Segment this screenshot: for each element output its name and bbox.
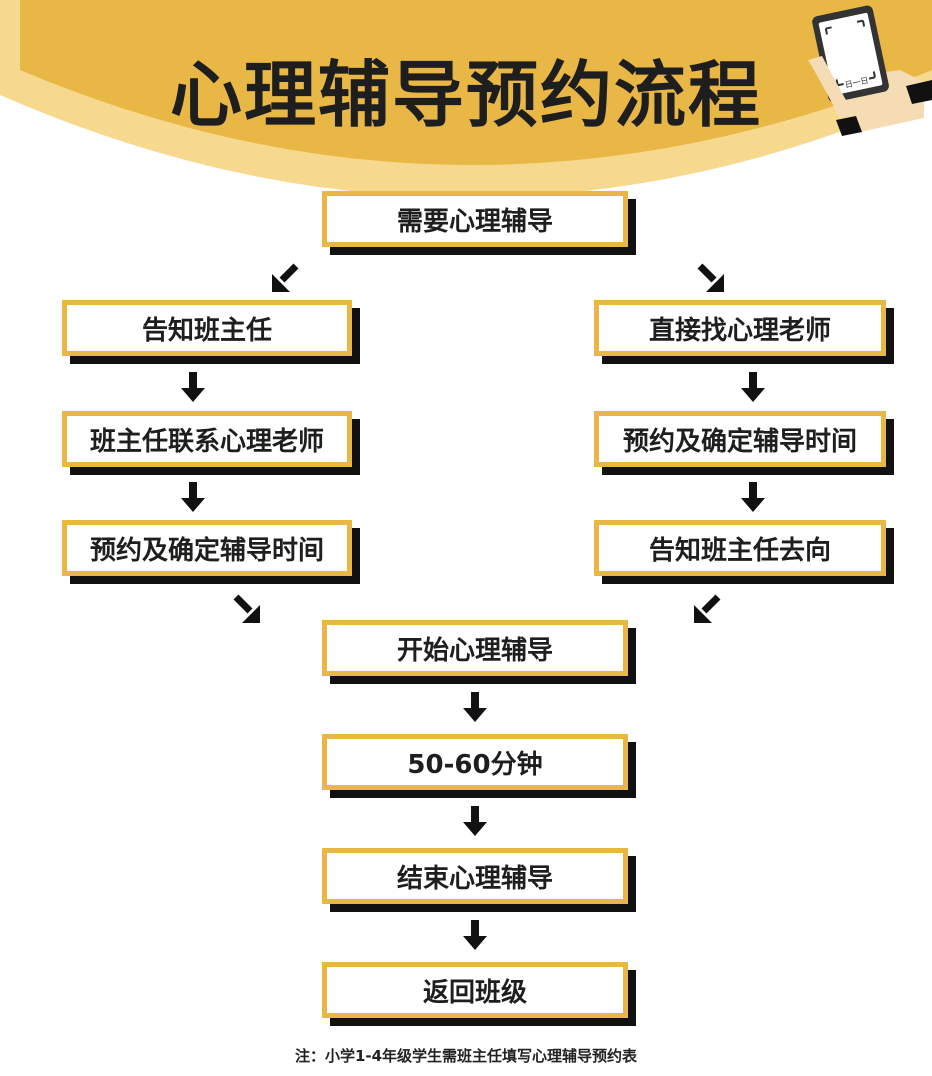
arrow-down-left-icon [272,263,299,292]
arrow-down-right-icon [697,263,724,292]
arrow-down-icon [741,372,765,402]
right-step-1: 直接找心理老师 [594,300,886,356]
center-step-3-label: 结束心理辅导 [396,863,553,894]
arrow-down-icon [463,692,487,722]
right-step-3: 告知班主任去向 [594,520,886,576]
left-step-1-label: 告知班主任 [141,315,272,346]
left-step-1: 告知班主任 [62,300,352,356]
step-start-label: 需要心理辅导 [396,206,553,237]
footnote: 注：小学1-4年级学生需班主任填写心理辅导预约表 [294,1047,638,1065]
center-step-4: 返回班级 [322,962,628,1018]
right-step-2-label: 预约及确定辅导时间 [622,426,857,457]
arrow-down-icon [463,920,487,950]
right-step-2: 预约及确定辅导时间 [594,411,886,467]
arrow-down-right-icon [233,594,260,623]
left-step-2: 班主任联系心理老师 [62,411,352,467]
arrow-down-left-icon [694,594,721,623]
center-step-2-label: 50-60分钟 [407,749,543,780]
arrow-down-icon [741,482,765,512]
arrow-down-icon [181,482,205,512]
center-step-3: 结束心理辅导 [322,848,628,904]
right-step-1-label: 直接找心理老师 [648,315,831,346]
right-step-3-label: 告知班主任去向 [648,535,831,566]
step-start: 需要心理辅导 [322,191,628,247]
center-step-1: 开始心理辅导 [322,620,628,676]
center-step-2: 50-60分钟 [322,734,628,790]
header-background [0,0,932,198]
left-step-3-label: 预约及确定辅导时间 [89,535,324,566]
page-title: 心理辅导预约流程 [169,53,762,137]
arrow-down-icon [181,372,205,402]
tablet-in-hand-icon: 日一日 [808,5,932,136]
center-step-1-label: 开始心理辅导 [396,635,553,666]
left-step-3: 预约及确定辅导时间 [62,520,352,576]
arrow-down-icon [463,806,487,836]
center-step-4-label: 返回班级 [422,977,527,1008]
left-step-2-label: 班主任联系心理老师 [89,426,324,457]
